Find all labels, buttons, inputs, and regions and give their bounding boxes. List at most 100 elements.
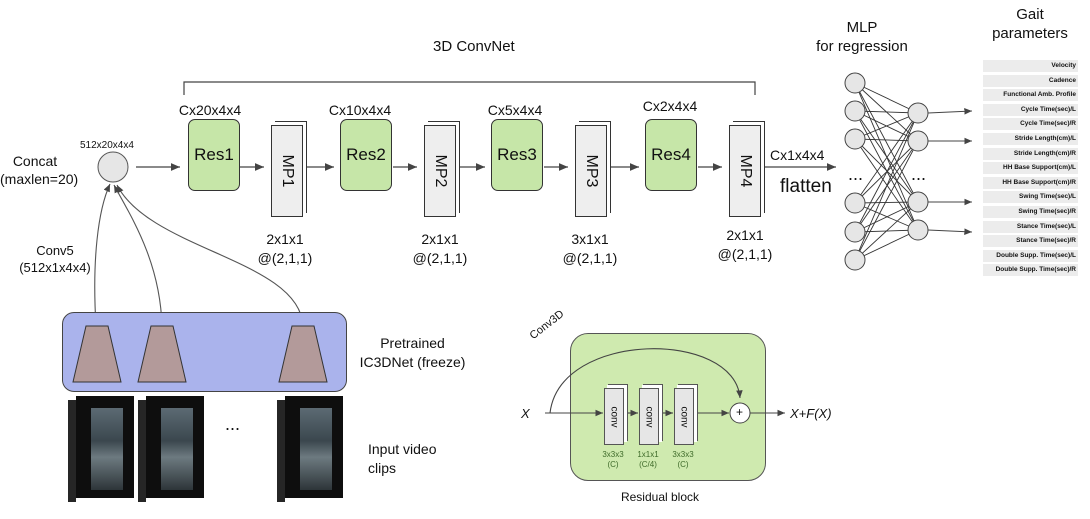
mlp-ellipsis-input: ...: [848, 164, 864, 184]
flatten-label: flatten: [780, 176, 832, 197]
gait-title: Gait parameters: [985, 5, 1075, 43]
mp1-spec-stride: @(2,1,1): [257, 250, 313, 266]
video-clip-3: [277, 396, 343, 502]
residual-caption: Residual block: [620, 490, 700, 504]
mlp-ellipsis-hidden: ...: [911, 164, 927, 184]
mlp-connection: [854, 112, 919, 204]
mp4-spec-kernel: 2x1x1: [726, 227, 764, 243]
mlp-connection: [854, 138, 919, 231]
gait-param-row: Double Supp. Time(sec)/L: [983, 249, 1078, 262]
res3-label: Res3: [497, 145, 537, 164]
video-label-line2: clips: [368, 460, 397, 476]
residual-conv-3-kernel: 3x3x3: [672, 450, 694, 459]
mlp-connection: [854, 138, 919, 142]
res1-label: Res1: [194, 145, 234, 164]
residual-conv-3-channels: (C): [677, 460, 689, 469]
encoder-trapezoid-1: [72, 325, 122, 383]
mp3-spec: 3x1x1 @(2,1,1): [550, 230, 630, 268]
mlp-connection: [854, 140, 919, 261]
mlp-connection: [854, 82, 919, 203]
gait-param-row: Functional Amb. Profile: [983, 89, 1078, 102]
residual-input: X: [521, 406, 530, 421]
mlp-input-node: [844, 128, 866, 150]
gait-param-row: Cycle Time(sec)/R: [983, 118, 1078, 131]
mp4-block: MP4: [729, 125, 761, 217]
mp1-spec: 2x1x1 @(2,1,1): [245, 230, 325, 268]
mp2-spec-kernel: 2x1x1: [421, 231, 459, 247]
mlp-connection: [854, 202, 919, 231]
gait-param-row: Stride Length(cm)/R: [983, 147, 1078, 160]
video-clip-1: [68, 396, 134, 502]
concat-label-line2: (maxlen=20): [0, 171, 79, 187]
residual-output: X+F(X): [790, 406, 832, 421]
mp4-spec: 2x1x1 @(2,1,1): [705, 226, 785, 264]
mlp-input-node: [844, 192, 866, 214]
gait-param-row: HH Base Support(cm)/R: [983, 176, 1078, 189]
residual-conv-1-label: conv: [608, 405, 620, 428]
gait-param-row: Double Supp. Time(sec)/R: [983, 264, 1078, 277]
residual-conv-2-label: conv: [643, 405, 655, 428]
residual-conv-2-spec: 1x1x1 (C/4): [631, 450, 665, 470]
mlp-output-arrow: [927, 108, 973, 115]
gait-param-row: Stance Time(sec)/L: [983, 220, 1078, 233]
residual-conv-1-spec: 3x3x3 (C): [596, 450, 630, 470]
mlp-connection: [854, 110, 919, 114]
gait-param-row: Cycle Time(sec)/L: [983, 103, 1078, 116]
mlp-connection: [854, 112, 919, 233]
mp1-spec-kernel: 2x1x1: [266, 231, 304, 247]
encoder-trapezoid-2: [137, 325, 187, 383]
res4-block: Res4: [645, 119, 697, 191]
mlp-connection: [854, 112, 919, 261]
concat-size: 512x20x4x4: [80, 140, 134, 151]
convnet-bracket: [183, 81, 756, 95]
res2-block: Res2: [340, 119, 392, 191]
residual-conv-3-label: conv: [678, 405, 690, 428]
mlp-title-line2: for regression: [816, 38, 908, 55]
video-clip-2: [138, 396, 204, 502]
gait-param-row: HH Base Support(cm)/L: [983, 162, 1078, 175]
gait-title-line1: Gait: [1016, 6, 1044, 23]
mlp-input-node: [844, 221, 866, 243]
gait-param-row: Velocity: [983, 60, 1078, 72]
residual-conv-1-channels: (C): [607, 460, 619, 469]
mp2-spec-stride: @(2,1,1): [412, 250, 468, 266]
residual-sum-node: [729, 402, 751, 424]
mlp-connection: [854, 110, 919, 203]
mlp-title: MLP for regression: [812, 18, 912, 56]
conv5-label-line2: (512x1x4x4): [19, 260, 91, 275]
conv5-label-line1: Conv5: [36, 243, 74, 258]
mlp-connection: [854, 82, 919, 114]
gait-param-row: Swing Time(sec)/R: [983, 206, 1078, 218]
mp2-block: MP2: [424, 125, 456, 217]
pretrained-label-line2: IC3DNet (freeze): [359, 354, 466, 370]
pretrained-label: Pretrained IC3DNet (freeze): [350, 334, 475, 372]
mlp-input-node: [844, 72, 866, 94]
concat-label-line1: Concat: [12, 153, 58, 169]
mlp-connection: [854, 112, 919, 140]
gait-param-row: Stride Length(cm)/L: [983, 133, 1078, 145]
mlp-connection: [854, 201, 919, 261]
mp4-spec-stride: @(2,1,1): [717, 246, 773, 262]
residual-conv-2-channels: (C/4): [639, 460, 657, 469]
encoder-trapezoid-3: [278, 325, 328, 383]
mp2-spec: 2x1x1 @(2,1,1): [400, 230, 480, 268]
residual-conv-1: conv: [604, 388, 624, 445]
res1-shape: Cx20x4x4: [178, 102, 242, 118]
mp3-spec-stride: @(2,1,1): [562, 250, 618, 266]
residual-conv-3-spec: 3x3x3 (C): [666, 450, 700, 470]
video-label-line1: Input video: [368, 441, 437, 457]
concat-node: [97, 151, 129, 183]
res2-label: Res2: [346, 145, 386, 164]
gait-title-line2: parameters: [992, 25, 1068, 42]
gait-param-row: Stance Time(sec)/R: [983, 235, 1078, 248]
res3-shape: Cx5x4x4: [487, 102, 543, 118]
conv5-label: Conv5 (512x1x4x4): [10, 242, 100, 276]
gait-param-row: Cadence: [983, 74, 1078, 87]
mlp-connection: [854, 229, 919, 261]
residual-conv-1-kernel: 3x3x3: [602, 450, 624, 459]
mp3-spec-kernel: 3x1x1: [571, 231, 609, 247]
